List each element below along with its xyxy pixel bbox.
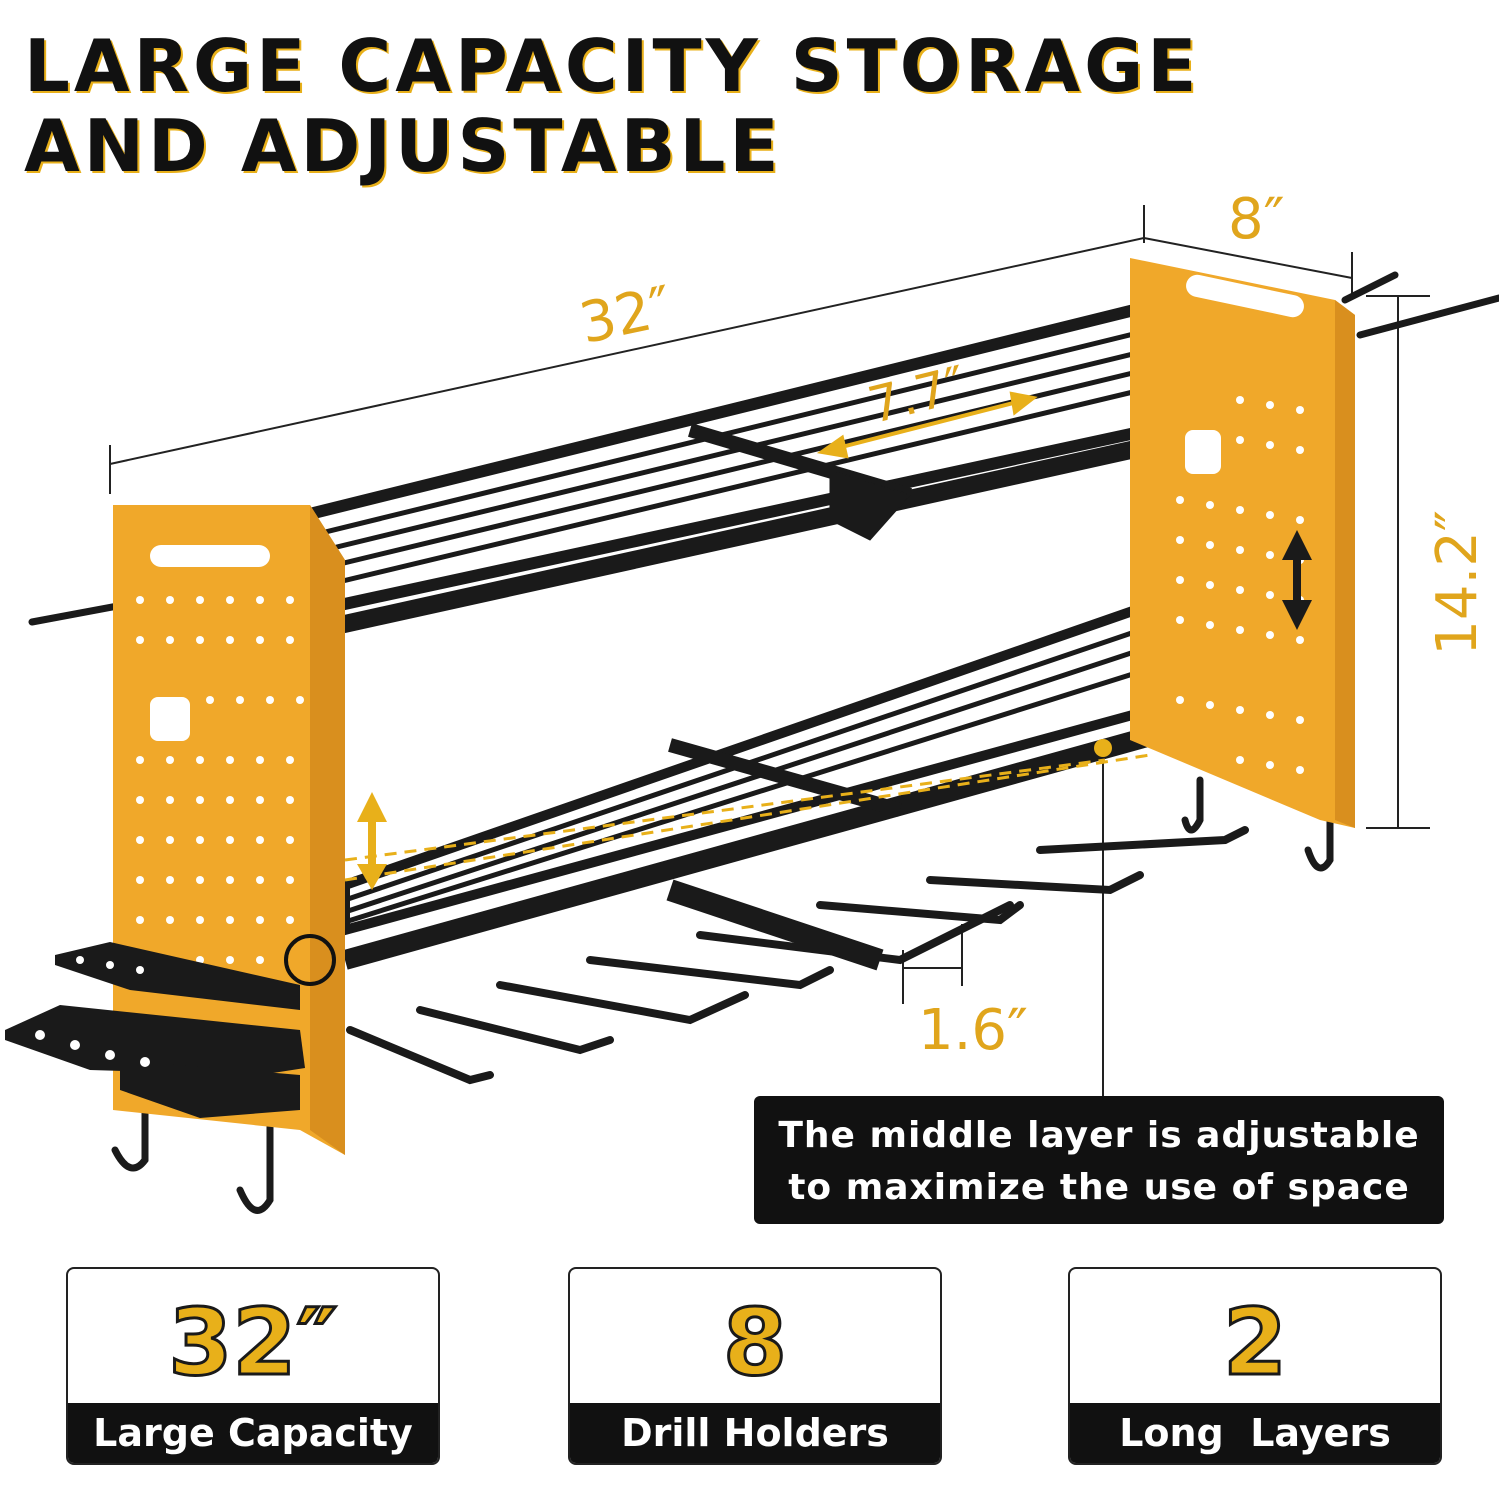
callout-pointer-dot bbox=[1094, 739, 1112, 757]
adjust-arrow-left bbox=[357, 792, 387, 890]
feature-value: 2 bbox=[1221, 1289, 1288, 1396]
dimension-hook-spacing: 1.6″ bbox=[918, 998, 1028, 1063]
dimension-lines bbox=[109, 205, 1430, 1098]
feature-value: 32″ bbox=[167, 1289, 339, 1396]
top-shelf bbox=[231, 303, 1355, 634]
feature-value: 8 bbox=[721, 1289, 788, 1396]
drill-holders bbox=[346, 826, 1249, 1085]
feature-label: Drill Holders bbox=[570, 1403, 940, 1463]
shelf-depth-arrow bbox=[816, 391, 1038, 459]
headline-line-1: LARGE CAPACITY STORAGE bbox=[24, 24, 1201, 108]
dimension-depth: 8″ bbox=[1228, 187, 1285, 252]
callout-box: The middle layer is adjustable to maximi… bbox=[754, 1096, 1444, 1224]
feature-card-drill-holders: 8 Drill Holders bbox=[568, 1267, 942, 1465]
callout-line-1: The middle layer is adjustable bbox=[778, 1115, 1420, 1156]
feature-card-capacity: 32″ Large Capacity bbox=[66, 1267, 440, 1465]
feature-label: Long Layers bbox=[1070, 1403, 1440, 1463]
feature-card-layers: 2 Long Layers bbox=[1068, 1267, 1442, 1465]
headline-line-2: AND ADJUSTABLE bbox=[24, 104, 783, 188]
feature-label: Large Capacity bbox=[68, 1403, 438, 1463]
right-side-panel bbox=[1130, 258, 1355, 828]
callout-line-2: to maximize the use of space bbox=[788, 1167, 1410, 1208]
adjust-arrow-right bbox=[1282, 530, 1312, 630]
tool-tray bbox=[5, 942, 305, 1118]
dimension-height: 14.2″ bbox=[1424, 510, 1490, 656]
